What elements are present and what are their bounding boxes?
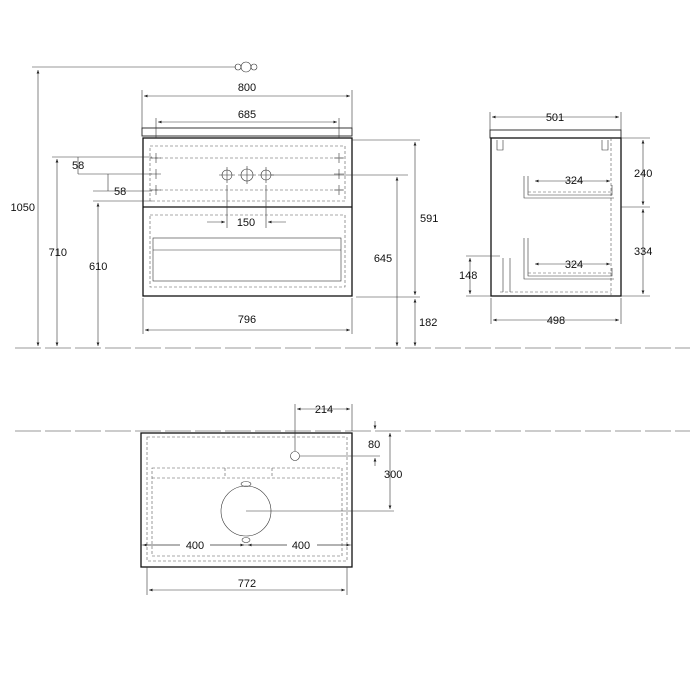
dim-300: 300 (384, 469, 402, 481)
cabinet-body (142, 137, 353, 297)
dim-400-right: 400 (292, 540, 310, 552)
dim-240: 240 (634, 168, 652, 180)
overflow-symbol (234, 61, 258, 73)
plan-view: 214 80 300 400 400 772 (15, 404, 690, 595)
mount-markers (151, 153, 344, 195)
plan-outline (140, 432, 353, 568)
lower-drawer-side (527, 238, 613, 277)
dim-334: 334 (634, 246, 652, 258)
dim-182: 182 (419, 317, 437, 329)
side-view: 501 324 324 240 334 148 498 (459, 112, 652, 327)
tap-holes (219, 166, 274, 184)
countertop (141, 127, 353, 137)
lower-drawer-inner (149, 214, 346, 288)
upper-drawer-inner (149, 145, 346, 202)
dim-501: 501 (546, 112, 564, 124)
dim-58-top: 58 (72, 160, 84, 172)
dim-610: 610 (89, 261, 107, 273)
dim-80: 80 (368, 439, 380, 451)
side-body (490, 137, 622, 297)
side-countertop (489, 129, 622, 139)
dim-685: 685 (238, 109, 256, 121)
lower-drawer-front (152, 237, 342, 282)
dim-710: 710 (49, 247, 67, 259)
dim-400-left: 400 (186, 540, 204, 552)
tap-hole-plan (290, 451, 300, 461)
dim-772: 772 (238, 578, 256, 590)
dim-58-bottom: 58 (114, 186, 126, 198)
dim-1050: 1050 (11, 202, 35, 214)
dim-148: 148 (459, 270, 477, 282)
dim-324-top: 324 (565, 175, 583, 187)
dim-324-bottom: 324 (565, 259, 583, 271)
dim-150: 150 (237, 217, 255, 229)
dim-796: 796 (238, 314, 256, 326)
dim-214: 214 (315, 404, 333, 416)
front-view: 1050 710 58 58 610 800 685 150 (11, 61, 690, 349)
dim-498: 498 (547, 315, 565, 327)
dim-800: 800 (238, 82, 256, 94)
dim-645: 645 (374, 253, 392, 265)
upper-drawer-side (527, 176, 613, 196)
dim-591: 591 (420, 213, 438, 225)
